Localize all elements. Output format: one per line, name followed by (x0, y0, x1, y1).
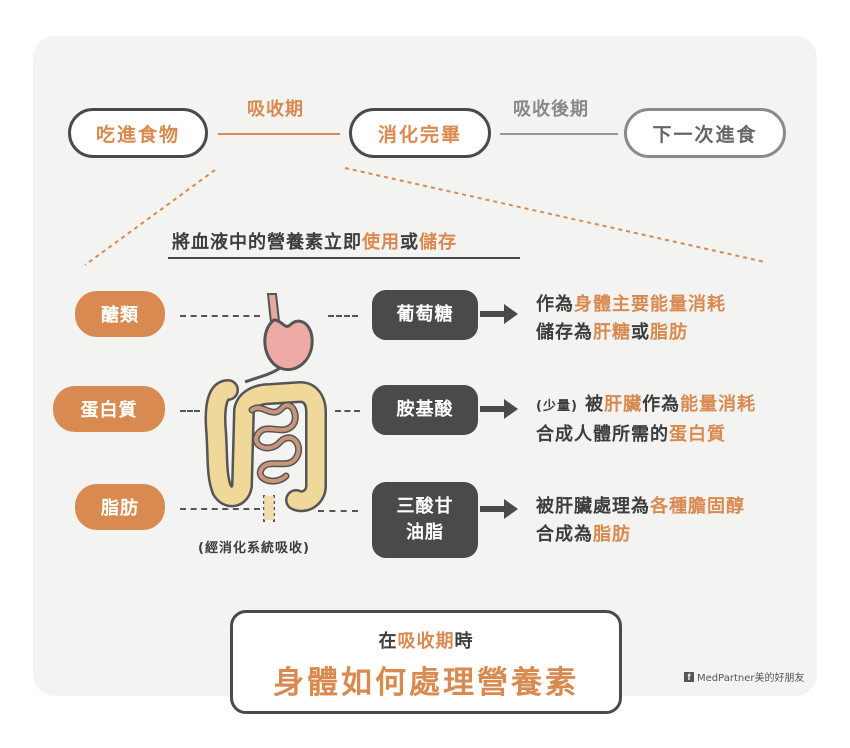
subtitle: 將血液中的營養素立即使用或儲存 (172, 228, 457, 254)
subtitle-store: 儲存 (419, 232, 457, 253)
desc-amino-line1: (少量) 被肝臟作為能量消耗 (536, 394, 757, 415)
desc-glucose-line1: 作為身體主要能量消耗 (536, 294, 726, 315)
subtitle-or: 或 (400, 232, 419, 253)
digestive-caption: (經消化系統吸收) (198, 541, 310, 556)
step-next-meal: 下一次進食 (624, 108, 786, 158)
phase-absorptive-label: 吸收期 (247, 99, 304, 120)
desc-glucose-line2: 儲存為肝糖或脂肪 (536, 322, 688, 343)
dash-protein-right (335, 410, 360, 412)
desc-amino: (少量) 被肝臟作為能量消耗 合成人體所需的蛋白質 (536, 391, 756, 449)
dash-carb-left (180, 315, 260, 317)
desc-tg-line2: 合成為脂肪 (536, 524, 631, 545)
step-digestion-complete: 消化完畢 (349, 108, 491, 158)
triglyceride-line1: 三酸甘 (396, 496, 454, 517)
subtitle-prefix: 將血液中的營養素立即 (172, 232, 362, 253)
title-line1: 在吸收期時 (378, 631, 474, 652)
desc-glucose: 作為身體主要能量消耗 儲存為肝糖或脂肪 (536, 291, 726, 347)
phase-postabsorptive-line (500, 133, 618, 135)
dash-fat-left (180, 508, 260, 510)
product-amino-acid: 胺基酸 (372, 385, 478, 435)
brand-watermark: f MedPartner美的好朋友 (684, 669, 804, 684)
desc-amino-line2: 合成人體所需的蛋白質 (536, 424, 726, 445)
phase-absorptive-line (218, 133, 340, 135)
phase-postabsorptive-label: 吸收後期 (513, 99, 589, 120)
title-line2: 身體如何處理營養素 (273, 665, 579, 701)
digestive-system-illustration (204, 293, 327, 522)
nutrient-fat: 脂肪 (75, 484, 165, 530)
facebook-icon: f (684, 671, 694, 682)
dash-carb-right (328, 315, 358, 317)
nutrient-protein: 蛋白質 (53, 386, 165, 432)
dash-protein-left (180, 410, 200, 412)
product-glucose: 葡萄糖 (372, 290, 478, 340)
brand-text: MedPartner美的好朋友 (697, 673, 805, 684)
desc-tg-line1: 被肝臟處理為各種膽固醇 (536, 496, 745, 517)
subtitle-underline (168, 257, 520, 259)
desc-triglyceride: 被肝臟處理為各種膽固醇 合成為脂肪 (536, 493, 745, 549)
step-eat-food: 吃進食物 (68, 108, 208, 158)
product-triglyceride: 三酸甘 油脂 (372, 482, 478, 558)
dash-fat-right (318, 510, 358, 512)
nutrient-carbohydrate: 醣類 (75, 291, 165, 337)
triglyceride-line2: 油脂 (406, 522, 444, 543)
title-box: 在吸收期時 身體如何處理營養素 (230, 610, 622, 714)
subtitle-use: 使用 (362, 232, 400, 253)
